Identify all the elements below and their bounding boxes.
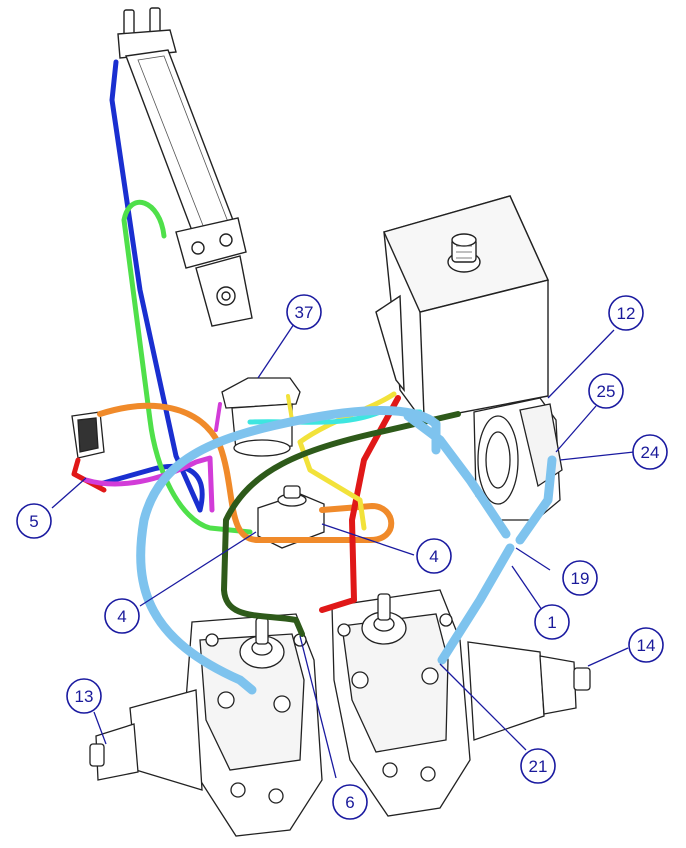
hose-dark-blue <box>109 59 203 513</box>
callout-label: 12 <box>617 304 636 323</box>
right-transaxle <box>331 589 591 817</box>
callout-c1: 1 <box>534 604 570 640</box>
hydraulic-tank <box>375 195 549 421</box>
callout-bubbles: 37 12 25 24 5 4 4 19 1 14 13 21 6 <box>16 294 668 820</box>
callout-c37: 37 <box>286 294 322 330</box>
callout-c13: 13 <box>66 678 102 714</box>
callout-circle <box>332 784 368 820</box>
control-valve <box>257 485 325 549</box>
callout-c24: 24 <box>632 434 668 470</box>
callout-label: 25 <box>597 382 616 401</box>
callout-label: 24 <box>641 443 660 462</box>
callout-circle <box>66 678 102 714</box>
callout-label: 21 <box>529 757 548 776</box>
callout-leaders <box>51 323 635 779</box>
hose-light-blue-right <box>437 543 515 665</box>
callout-circle <box>534 604 570 640</box>
callout-c25: 25 <box>588 373 624 409</box>
callout-circle <box>286 294 322 330</box>
callout-circle <box>16 503 52 539</box>
hoses <box>71 59 557 695</box>
callout-label: 4 <box>429 547 438 566</box>
callout-circle <box>588 373 624 409</box>
callout-circle <box>632 434 668 470</box>
callout-c14: 14 <box>628 627 664 663</box>
left-transaxle <box>89 613 323 837</box>
callout-c19: 19 <box>562 560 598 596</box>
hose-light-blue-main <box>136 405 441 695</box>
filter-assembly <box>221 377 301 457</box>
solenoid-block <box>71 411 105 459</box>
callout-c21: 21 <box>520 748 556 784</box>
hose-red-right <box>319 395 401 613</box>
hose-green <box>121 199 253 535</box>
callout-label: 13 <box>75 687 94 706</box>
callout-circle <box>562 560 598 596</box>
hose-red-left <box>71 457 107 493</box>
callout-c6: 6 <box>332 784 368 820</box>
callout-label: 1 <box>547 613 556 632</box>
callout-label: 5 <box>29 512 38 531</box>
callout-circle <box>628 627 664 663</box>
hose-magenta <box>83 455 215 513</box>
callout-circle <box>104 598 140 634</box>
callout-circle <box>520 748 556 784</box>
hose-dark-green <box>221 411 461 637</box>
callout-c4b: 4 <box>104 598 140 634</box>
callout-circle <box>416 538 452 574</box>
callout-c12: 12 <box>608 295 644 331</box>
callout-label: 19 <box>571 569 590 588</box>
callout-label: 37 <box>295 303 314 322</box>
callout-c4a: 4 <box>416 538 452 574</box>
hydraulic-cylinder <box>117 7 253 327</box>
callout-c5: 5 <box>16 503 52 539</box>
callout-label: 14 <box>637 636 656 655</box>
callout-label: 6 <box>345 793 354 812</box>
callout-circle <box>608 295 644 331</box>
callout-label: 4 <box>117 607 126 626</box>
